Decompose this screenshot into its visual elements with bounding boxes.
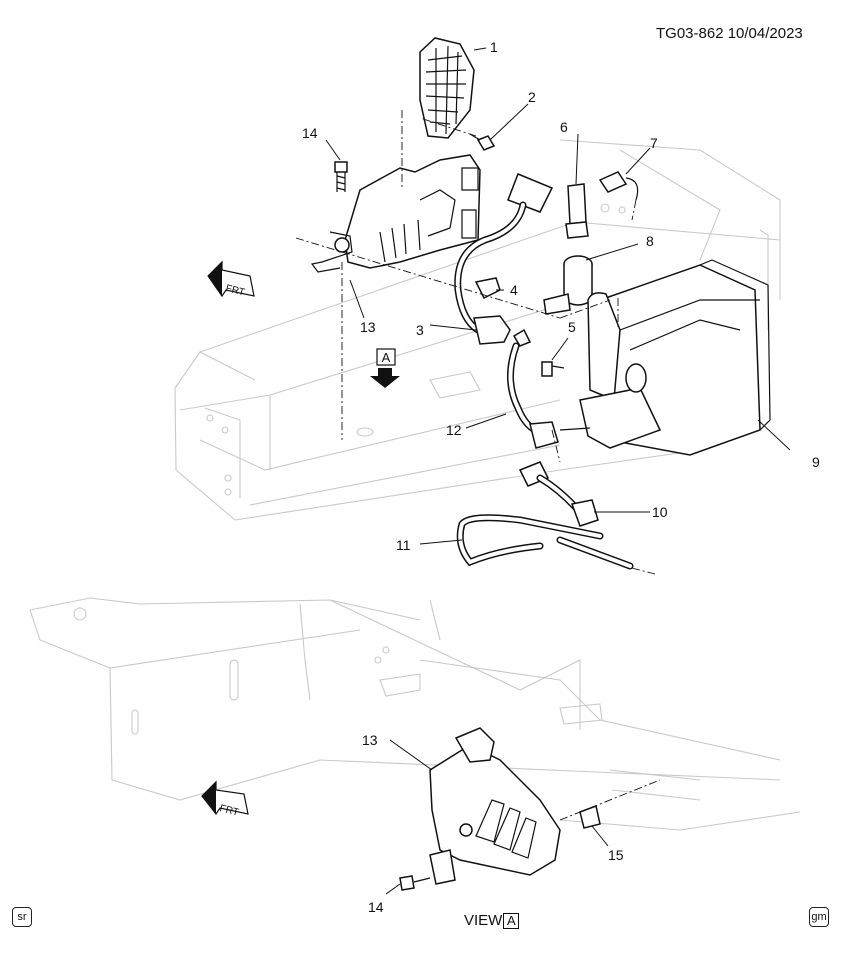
leader-lines-lower [385,739,609,895]
frt-label-upper: FRT [224,283,245,298]
frt-label-lower: FRT [218,803,239,818]
frt-arrow-lower [201,780,249,816]
callout-10: 10 [652,504,668,520]
upper-frame-rail [174,139,781,521]
gm-logo-label: gm [811,911,827,923]
callout-12: 12 [446,422,462,438]
part-12-hose [506,328,559,449]
callout-3: 3 [416,322,424,338]
lower-frame-rail [29,597,801,831]
callout-2: 2 [528,89,536,105]
part-15-clip [579,804,601,829]
callout-1: 1 [490,39,498,55]
view-a-caption: VIEW A [464,912,520,929]
gm-logo-badge: gm [809,907,829,927]
part-7-harness [598,171,639,221]
part-13-bracket-lower [429,727,661,885]
callout-9: 9 [812,454,820,470]
sr-badge-label: sr [17,911,27,923]
view-a-letter: A [382,350,391,365]
part-11-hose [456,514,656,575]
callout-7: 7 [650,135,658,151]
part-8-purge-valve [543,255,593,315]
part-10-hose [518,461,599,527]
part-4-clip [474,277,501,300]
callout-11: 11 [396,537,411,553]
view-a-arrow [370,348,400,388]
callout-5: 5 [568,319,576,335]
view-caption-text: VIEW [464,912,503,929]
frt-arrow-upper [207,260,255,298]
callout-4: 4 [510,282,518,298]
callout-13-lower: 13 [362,732,378,748]
callout-6: 6 [560,119,568,135]
diagram-reference-code: TG03-862 10/04/2023 [656,25,803,42]
part-6-connector [565,183,589,239]
part-14-bolt-lower [399,875,431,891]
leader-lines-upper [325,47,791,545]
part-5-bolt [541,361,565,377]
callout-13: 13 [360,319,376,335]
sr-badge: sr [12,907,32,927]
part-13-bracket-upper [310,154,481,273]
part-14-bolt-upper [334,161,348,192]
callout-14-lower: 14 [368,899,384,915]
callout-8: 8 [646,233,654,249]
part-1-shield [419,37,475,139]
view-caption-letter: A [503,912,520,929]
callout-15: 15 [608,847,624,863]
part-9-canister [559,259,771,456]
callout-14: 14 [302,125,318,141]
part-2-bolt [469,133,496,151]
centerlines [295,110,619,463]
part-3-vent-hose [454,173,554,345]
